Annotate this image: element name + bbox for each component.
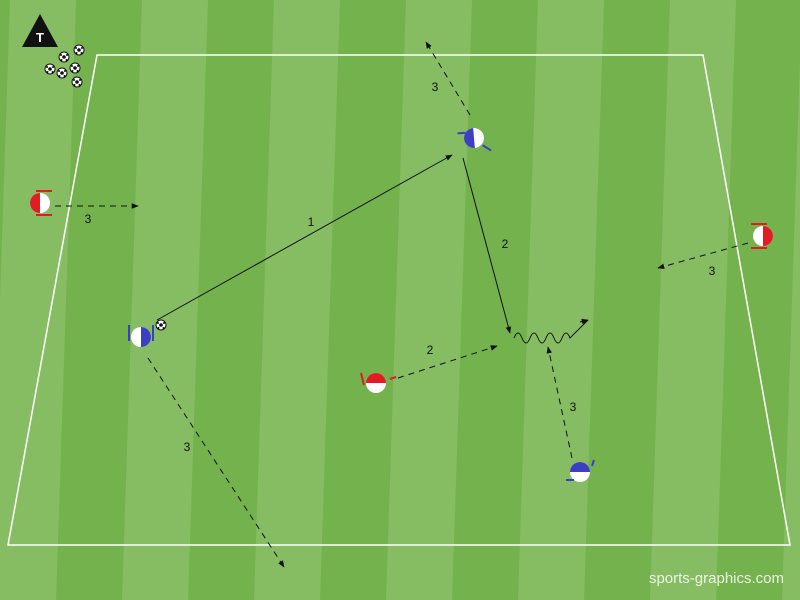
pitch-boundary bbox=[7, 54, 791, 546]
label-pass-1: 1 bbox=[308, 215, 315, 229]
ball-icon bbox=[155, 319, 167, 331]
grass-stripe bbox=[386, 0, 472, 600]
ball-icon bbox=[73, 44, 85, 56]
run-arrow-blue-top bbox=[425, 41, 471, 116]
player-red-center bbox=[360, 372, 397, 393]
dribble-arrowhead bbox=[579, 318, 589, 325]
label-run-red-left: 3 bbox=[85, 212, 92, 226]
trainer-label: T bbox=[36, 30, 44, 45]
grass-stripe bbox=[650, 0, 736, 600]
grass-stripe bbox=[122, 0, 208, 600]
player-blue-left bbox=[128, 325, 154, 347]
ball-icon bbox=[44, 63, 56, 75]
run-arrow-blue-bottom bbox=[546, 346, 573, 459]
run-arrow-blue-left bbox=[147, 357, 285, 568]
grass-stripe bbox=[518, 0, 604, 600]
label-pass-2: 2 bbox=[502, 237, 509, 251]
dribble-arrow bbox=[513, 319, 589, 344]
trainer-icon bbox=[22, 14, 58, 47]
ball-icon bbox=[71, 76, 83, 88]
ball-icon bbox=[56, 67, 68, 79]
player-blue-bottom bbox=[566, 459, 595, 482]
run-arrow-red-right bbox=[657, 242, 749, 270]
pass-arrow-1 bbox=[156, 154, 453, 321]
grass-stripe bbox=[254, 0, 340, 600]
player-blue-top bbox=[457, 128, 492, 152]
grass-stripe bbox=[0, 0, 76, 600]
label-run-blue-bottom: 3 bbox=[570, 400, 577, 414]
player-red-left bbox=[30, 190, 52, 216]
label-run-blue-left: 3 bbox=[184, 440, 191, 454]
pass-arrow-2 bbox=[462, 157, 512, 334]
trainer-marker: T bbox=[22, 14, 58, 47]
ball-icon bbox=[69, 62, 81, 74]
label-run-2: 2 bbox=[427, 343, 434, 357]
label-run-blue-top: 3 bbox=[432, 80, 439, 94]
player-red-right bbox=[751, 223, 773, 249]
credit-text: sports-graphics.com bbox=[649, 570, 784, 587]
grass-stripe bbox=[782, 60, 800, 600]
ball-icon bbox=[58, 51, 70, 63]
label-run-red-right: 3 bbox=[709, 264, 716, 278]
